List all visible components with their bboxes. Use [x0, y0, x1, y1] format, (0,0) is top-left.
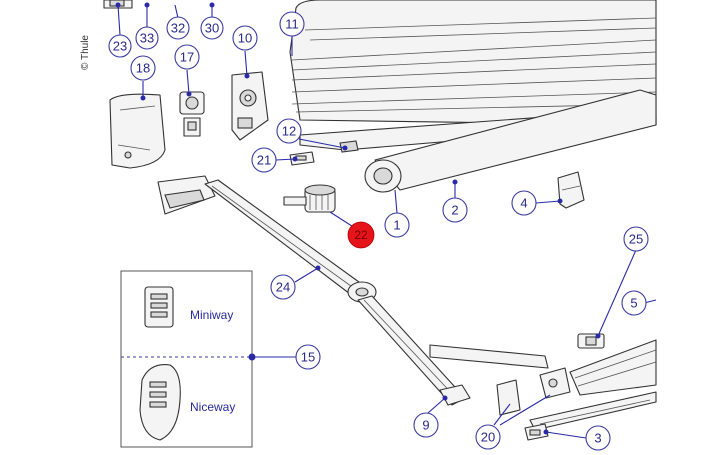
svg-text:2: 2	[451, 203, 458, 218]
fabric-roller-part	[364, 89, 657, 193]
callout-30: 30	[200, 16, 224, 40]
callout-24: 24	[270, 274, 296, 300]
callout-32: 32	[166, 16, 190, 40]
svg-text:21: 21	[257, 153, 271, 168]
leader-dots	[115, 2, 601, 435]
svg-text:11: 11	[285, 17, 299, 32]
svg-text:33: 33	[140, 31, 154, 46]
svg-text:20: 20	[481, 430, 495, 445]
svg-text:17: 17	[180, 50, 194, 65]
svg-text:4: 4	[520, 196, 527, 211]
copyright-text: © Thule	[80, 35, 91, 70]
callout-12: 12	[276, 118, 302, 144]
lower-profile-part	[529, 339, 657, 431]
callout-20: 20	[475, 424, 501, 450]
remote-control-box: Miniway Niceway	[120, 270, 253, 448]
svg-text:32: 32	[171, 21, 185, 36]
callout-33: 33	[135, 26, 159, 50]
wall-bracket-part	[496, 367, 571, 416]
svg-text:10: 10	[238, 31, 252, 46]
svg-text:30: 30	[205, 21, 219, 36]
callout-4: 4	[511, 190, 537, 216]
niceway-label: Niceway	[190, 400, 235, 414]
svg-text:9: 9	[422, 418, 429, 433]
miniway-remote-icon	[144, 286, 174, 328]
support-arm-part	[157, 175, 549, 406]
callout-11: 11	[279, 11, 305, 37]
svg-text:12: 12	[282, 124, 296, 139]
gear-mount-part	[179, 91, 205, 137]
svg-text:18: 18	[136, 61, 150, 76]
miniway-label: Miniway	[190, 308, 233, 322]
svg-text:15: 15	[301, 350, 315, 365]
callout-18: 18	[130, 55, 156, 81]
svg-text:22: 22	[354, 228, 368, 242]
crank-gear-part	[231, 71, 269, 141]
svg-text:5: 5	[630, 296, 637, 311]
svg-text:23: 23	[113, 39, 127, 54]
svg-text:25: 25	[629, 232, 643, 247]
svg-text:24: 24	[276, 280, 290, 295]
small-clip-part	[289, 151, 315, 166]
leader-lines	[117, 4, 657, 439]
svg-text:1: 1	[393, 218, 400, 233]
callout-22-highlight: 22	[347, 221, 375, 249]
niceway-remote-icon	[139, 364, 181, 441]
motor-unit-part	[283, 184, 336, 213]
callout-10: 10	[232, 25, 258, 51]
callout-3: 3	[585, 425, 611, 451]
callout-21: 21	[251, 147, 277, 173]
end-cap-part	[109, 93, 166, 169]
callout-1: 1	[384, 212, 410, 238]
callout-group: 23 33 32 30 18 17 10 11 12 21 1 2 4 25 5…	[108, 11, 649, 451]
callout-5: 5	[621, 290, 647, 316]
callout-15: 15	[295, 344, 321, 370]
callout-23: 23	[108, 34, 132, 58]
callout-17: 17	[174, 44, 200, 70]
callout-2: 2	[442, 197, 468, 223]
callout-25: 25	[623, 226, 649, 252]
svg-text:3: 3	[594, 431, 601, 446]
latch-part	[524, 423, 549, 441]
callout-9: 9	[413, 412, 439, 438]
